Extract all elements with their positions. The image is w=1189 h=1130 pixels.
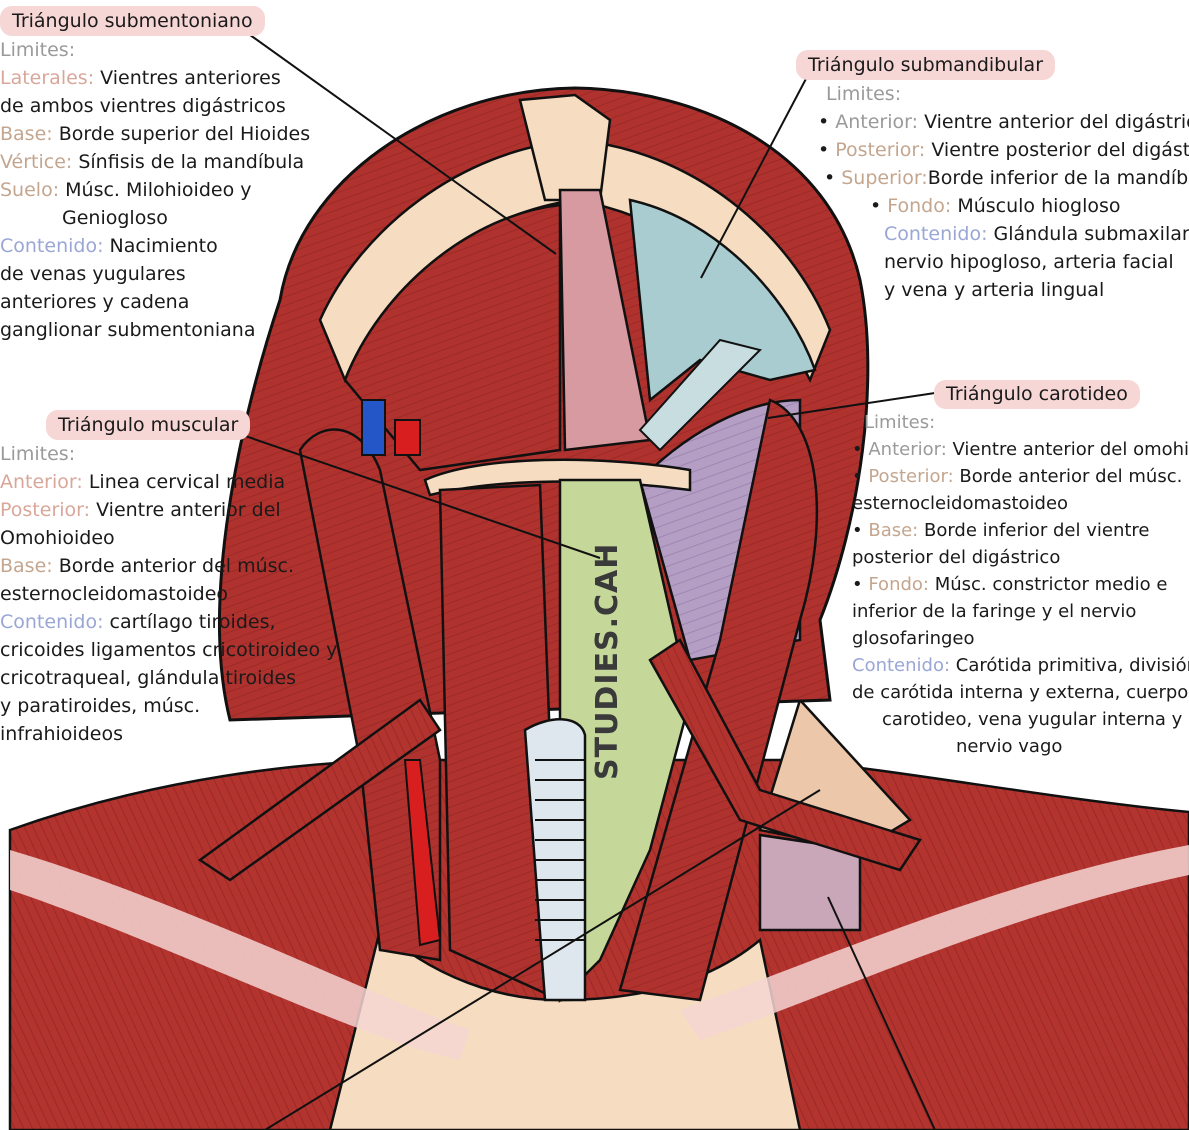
submentoniano-lat-val2: de ambos vientres digástricos	[0, 92, 310, 120]
carotideo-base-key: Base:	[868, 520, 918, 541]
carotideo-limites: Limites:	[852, 409, 1189, 436]
carotideo-cont-val3: carotideo, vena yugular interna y	[852, 706, 1189, 733]
muscular-post-key: Posterior:	[0, 499, 90, 521]
muscular-limites: Limites:	[0, 440, 337, 468]
submandibular-cont-key: Contenido:	[884, 223, 987, 245]
submandibular-sup-key: Superior:	[841, 167, 927, 189]
submandibular-sup-val: Borde inferior de la mandíbula	[928, 167, 1189, 189]
muscular-post-val: Vientre anterior del	[96, 499, 281, 521]
carotideo-block: Triángulo carotideo Limites: • Anterior:…	[852, 380, 1189, 760]
muscular-post-val2: Omohioideo	[0, 524, 337, 552]
submentoniano-cont-val4: ganglionar submentoniana	[0, 316, 310, 344]
muscular-base-val: Borde anterior del músc.	[59, 555, 294, 577]
carotideo-cont-val4: nervio vago	[852, 733, 1189, 760]
carotideo-fondo-val3: glosofaringeo	[852, 625, 1189, 652]
submandibular-post-key: Posterior:	[835, 139, 925, 161]
submentoniano-lat-key: Laterales:	[0, 67, 94, 89]
submandibular-cont-val2: nervio hipogloso, arteria facial	[796, 248, 1189, 276]
submentoniano-title: Triángulo submentoniano	[0, 6, 265, 36]
artery-top	[395, 420, 420, 455]
carotideo-post-key: Posterior:	[868, 466, 953, 487]
muscular-cont-val2: cricoides ligamentos cricotiroideo y	[0, 636, 337, 664]
muscular-title: Triángulo muscular	[46, 410, 250, 440]
jugular-vein	[362, 400, 385, 455]
submandibular-block: Triángulo submandibular Limites: • Anter…	[796, 50, 1189, 304]
submentoniano-vert-key: Vértice:	[0, 151, 72, 173]
submandibular-cont-val: Glándula submaxilar,	[994, 223, 1189, 245]
submandibular-ant-key: Anterior:	[835, 111, 918, 133]
submandibular-fondo-key: Fondo:	[887, 195, 951, 217]
submentoniano-cont-key: Contenido:	[0, 235, 103, 257]
submentoniano-cont-val2: de venas yugulares	[0, 260, 310, 288]
muscular-base-val2: esternocleidomastoideo	[0, 580, 337, 608]
submentoniano-cont-val: Nacimiento	[110, 235, 218, 257]
carotideo-post-val: Borde anterior del músc.	[959, 466, 1182, 487]
carotideo-ant-val: Vientre anterior del omohioideo	[953, 439, 1189, 460]
submentoniano-suelo-key: Suelo:	[0, 179, 59, 201]
submentoniano-cont-val3: anteriores y cadena	[0, 288, 310, 316]
submentoniano-block: Triángulo submentoniano Limites: Lateral…	[0, 6, 310, 344]
submentoniano-limites: Limites:	[0, 36, 310, 64]
muscular-block: Triángulo muscular Limites: Anterior: Li…	[0, 410, 337, 748]
carotideo-cont-val: Carótida primitiva, división	[956, 655, 1189, 676]
carotideo-ant-key: Anterior:	[868, 439, 946, 460]
submandibular-ant-val: Vientre anterior del digástrico	[924, 111, 1189, 133]
submentoniano-base-key: Base:	[0, 123, 53, 145]
muscular-cont-val: cartílago tiroides,	[110, 611, 276, 633]
carotideo-fondo-key: Fondo:	[868, 574, 929, 595]
carotideo-fondo-val: Músc. constrictor medio e	[935, 574, 1168, 595]
carotideo-cont-key: Contenido:	[852, 655, 950, 676]
muscular-cont-key: Contenido:	[0, 611, 103, 633]
submentoniano-base-val: Borde superior del Hioides	[59, 123, 310, 145]
submandibular-title: Triángulo submandibular	[796, 50, 1055, 80]
submentoniano-vert-val: Sínfisis de la mandíbula	[78, 151, 304, 173]
muscular-ant-val: Linea cervical media	[89, 471, 285, 493]
muscular-ant-key: Anterior:	[0, 471, 83, 493]
carotideo-base-val2: posterior del digástrico	[852, 544, 1189, 571]
muscular-cont-val5: infrahioideos	[0, 720, 337, 748]
submentoniano-suelo-val: Músc. Milohioideo y	[65, 179, 251, 201]
carotideo-title: Triángulo carotideo	[934, 380, 1140, 409]
submandibular-fondo-val: Músculo hiogloso	[957, 195, 1120, 217]
submandibular-post-val: Vientre posterior del digástrico	[931, 139, 1189, 161]
submandibular-limites: Limites:	[796, 80, 1189, 108]
carotideo-cont-val2: de carótida interna y externa, cuerpo	[852, 679, 1189, 706]
submandibular-cont-val3: y vena y arteria lingual	[796, 276, 1189, 304]
submentoniano-suelo-val2: Geniogloso	[0, 204, 310, 232]
carotideo-post-val2: esternocleidomastoideo	[852, 490, 1189, 517]
muscular-cont-val3: cricotraqueal, glándula tiroides	[0, 664, 337, 692]
carotideo-base-val: Borde inferior del vientre	[924, 520, 1150, 541]
muscular-base-key: Base:	[0, 555, 53, 577]
watermark: STUDIES.CAH	[590, 543, 625, 780]
submentoniano-lat-val: Vientres anteriores	[100, 67, 281, 89]
muscular-cont-val4: y paratiroides, músc.	[0, 692, 337, 720]
carotideo-fondo-val2: inferior de la faringe y el nervio	[852, 598, 1189, 625]
